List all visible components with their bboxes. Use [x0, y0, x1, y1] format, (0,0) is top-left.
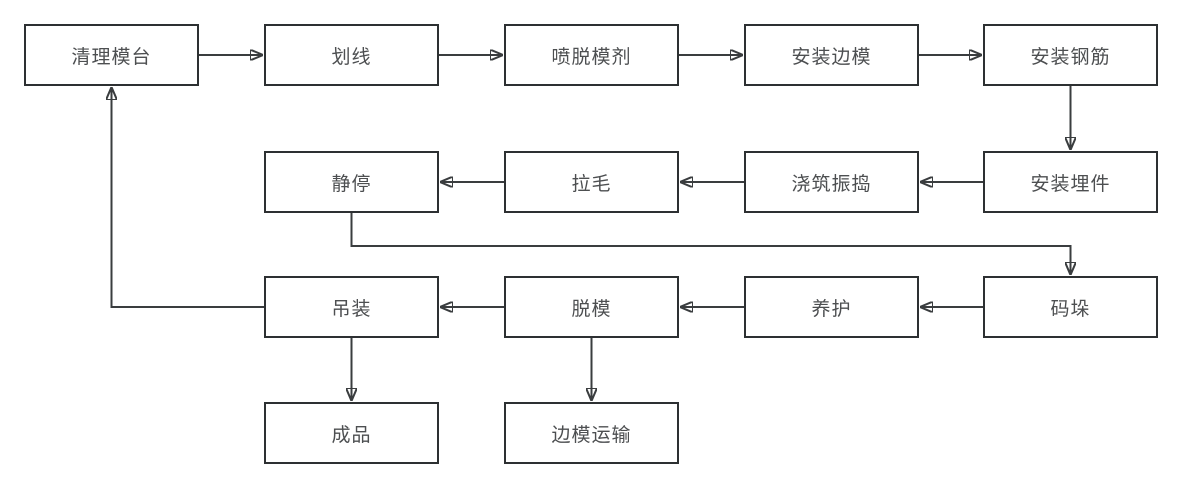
node-finished-product: 成品	[264, 402, 439, 464]
node-install-rebar-label: 安装钢筋	[1030, 46, 1111, 68]
node-line-marking: 划线	[264, 24, 439, 86]
node-demolding-label: 脱模	[571, 298, 612, 320]
node-surface-roughening: 拉毛	[504, 151, 679, 213]
node-curing-label: 养护	[811, 298, 852, 320]
node-spray-release-agent: 喷脱模剂	[504, 24, 679, 86]
edge-static-resting-to-stacking	[350, 213, 1071, 274]
edge-hoisting-to-clean-mold-table	[112, 88, 264, 308]
node-surface-roughening-label: 拉毛	[571, 173, 612, 195]
node-install-side-forms: 安装边模	[744, 24, 919, 86]
node-install-embedded-parts: 安装埋件	[983, 151, 1158, 213]
node-static-resting-label: 静停	[331, 173, 372, 195]
node-install-embedded-parts-label: 安装埋件	[1030, 173, 1111, 195]
node-pour-and-vibrate-label: 浇筑振捣	[791, 173, 872, 195]
node-install-rebar: 安装钢筋	[983, 24, 1158, 86]
node-line-marking-label: 划线	[331, 46, 372, 68]
node-demolding: 脱模	[504, 276, 679, 338]
node-side-form-transport: 边模运输	[504, 402, 679, 464]
node-clean-mold-table: 清理模台	[24, 24, 199, 86]
node-hoisting-label: 吊装	[331, 298, 372, 320]
node-stacking-label: 码垛	[1050, 298, 1091, 320]
node-stacking: 码垛	[983, 276, 1158, 338]
node-curing: 养护	[744, 276, 919, 338]
node-clean-mold-table-label: 清理模台	[71, 46, 152, 68]
node-side-form-transport-label: 边模运输	[551, 424, 632, 446]
node-spray-release-agent-label: 喷脱模剂	[551, 46, 632, 68]
node-install-side-forms-label: 安装边模	[791, 46, 872, 68]
node-finished-product-label: 成品	[331, 424, 372, 446]
node-static-resting: 静停	[264, 151, 439, 213]
node-pour-and-vibrate: 浇筑振捣	[744, 151, 919, 213]
node-hoisting: 吊装	[264, 276, 439, 338]
